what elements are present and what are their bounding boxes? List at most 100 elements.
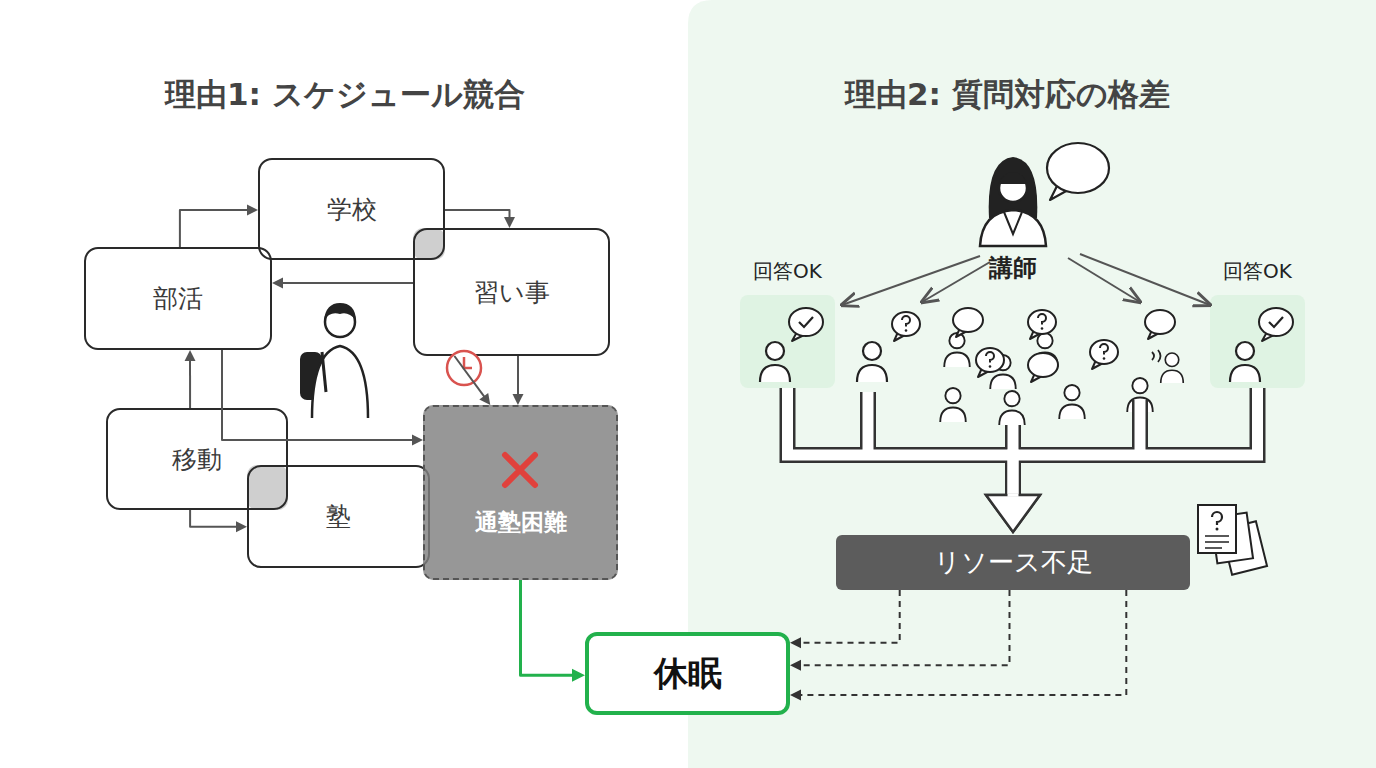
question-bubble [976,348,1004,377]
arrow-head [790,690,801,701]
node-text: 学校 [327,193,377,226]
hollow-arrow-head [986,495,1040,532]
arrow-head [790,637,801,648]
pipe-outline [1005,425,1021,455]
arrow-head [236,521,247,532]
arrow-head [504,217,515,228]
node-text: 部活 [153,282,203,315]
activity-box: 移動 [106,408,288,510]
section-title: 理由1: スケジュール競合 [165,74,525,116]
arrow-head [272,278,283,289]
connector [521,580,586,682]
pipe-inner [788,388,1014,495]
student-icon [1059,385,1085,419]
student-icon [1032,333,1058,367]
connector-line [517,356,519,396]
hollow-arrow-head [986,495,1040,532]
connector-line [281,282,413,284]
activity-box: 習い事 [413,228,610,356]
overlap-shade [413,228,445,260]
hollow-connector [1013,388,1258,495]
activity-box: 塾 [247,465,430,568]
teacher-arrows [842,254,1210,305]
pipe-inner [1013,388,1258,495]
node-text: 回答OK [710,258,865,285]
student-icon [760,342,790,382]
node-text: 移動 [172,443,222,476]
connector-line [189,359,191,408]
sound-marks [1152,350,1161,362]
section-title: 理由2: 質問対応の格差 [845,74,1170,116]
student-icon [1230,342,1260,382]
connector [790,590,900,648]
empty-bubble [1145,310,1175,339]
pipe-inner [863,392,874,455]
connector [512,356,523,405]
pipe-outline [1132,400,1148,455]
connector [222,350,423,446]
clock-icon [447,351,481,385]
pipe-inner [1008,425,1019,455]
node-text: 回答OK [1180,258,1335,285]
activity-box: 部活 [84,247,272,350]
arrow-head [479,393,490,405]
shortage-bar: リソース不足 [836,535,1190,590]
cross-mark [505,455,535,485]
connector [185,350,196,408]
document-stack [1198,505,1267,575]
student-icon [940,388,966,422]
connector-line [799,590,900,643]
student-icon [990,355,1016,389]
connector [454,356,490,405]
overlap-shade [247,465,288,510]
connector-line [799,590,1010,665]
outcome-box: 休眠 [585,632,790,715]
question-bubble [1028,310,1056,339]
connector [790,590,1126,701]
connector-line [454,356,485,398]
arrow-head [790,660,801,671]
connector-line [190,510,238,527]
node-text: 塾 [326,500,351,533]
role-label: 講師 [963,252,1063,284]
node-text: 通塾困難 [475,507,567,538]
connector [790,590,1010,671]
student-icon [1161,353,1184,383]
empty-bubble [953,308,983,337]
connector-line [222,350,414,440]
node-text: 休眠 [654,651,722,697]
check-bubble [1259,308,1293,341]
connector-line [445,210,510,219]
hollow-connector [788,388,1014,495]
check-bubble [789,308,823,341]
connector-line [180,210,249,247]
speech-bubble [1047,143,1109,200]
student-icon [944,333,970,367]
connector-line [521,580,575,675]
student-icon [999,391,1025,425]
connector [272,278,413,289]
node-text: リソース不足 [934,545,1093,580]
question-bubble [892,312,920,341]
teacher-icon [980,157,1046,246]
arrow-head [247,205,258,216]
arrow-head [572,669,585,682]
connector [190,510,247,532]
connector [445,210,515,228]
student-icon [1127,378,1153,412]
blocked-box: 通塾困難 [423,405,618,580]
answered-box: 回答OK [1210,295,1305,388]
pipe-joint [1008,493,1019,497]
connector-line [799,590,1126,695]
green-panel [688,0,1376,768]
answered-box: 回答OK [740,295,835,388]
arrow-head [185,350,196,361]
pipe-inner [1135,400,1146,455]
connector [180,205,258,247]
pipe-joint [1008,493,1019,497]
student-icon [300,303,368,418]
